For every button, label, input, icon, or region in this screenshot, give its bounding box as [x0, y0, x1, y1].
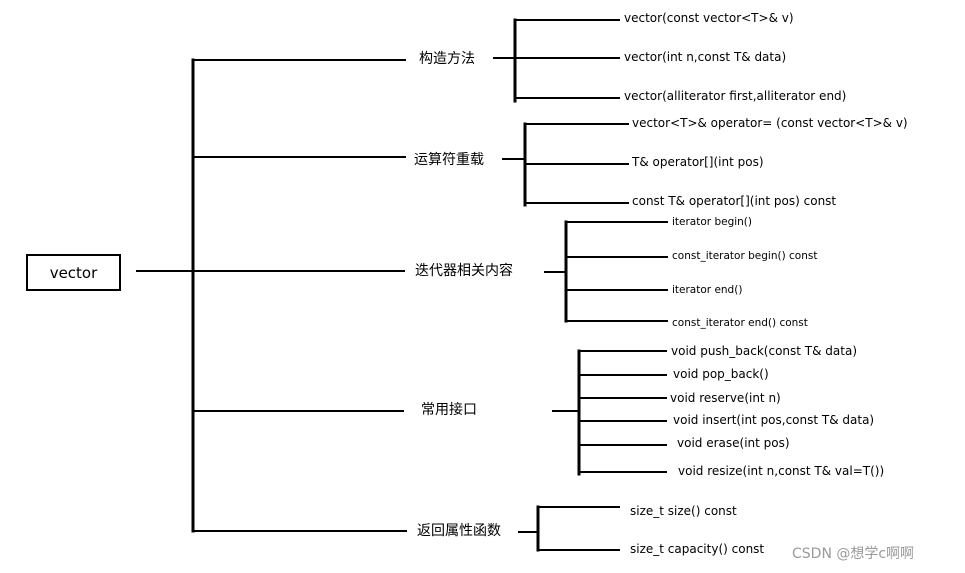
leaf-item: void reserve(int n) [670, 391, 781, 405]
leaf-item: vector(alliterator first,alliterator end… [624, 89, 847, 103]
root-node: vector [26, 254, 121, 291]
leaf-item: size_t size() const [630, 504, 737, 518]
leaf-item: T& operator[](int pos) [632, 155, 764, 169]
leaf-item: iterator end() [672, 284, 743, 296]
leaf-item: void erase(int pos) [677, 436, 790, 450]
leaf-item: vector(const vector<T>& v) [624, 11, 794, 25]
leaf-item: void resize(int n,const T& val=T()) [678, 464, 885, 478]
leaf-item: const_iterator end() const [672, 317, 808, 329]
watermark: CSDN @想学c啊啊 [792, 546, 915, 562]
root-label: vector [49, 263, 98, 282]
branch-label-attribute-functions: 返回属性函数 [417, 523, 501, 539]
leaf-item: void push_back(const T& data) [671, 344, 858, 358]
leaf-item: void pop_back() [673, 367, 769, 381]
leaf-item: vector<T>& operator= (const vector<T>& v… [632, 116, 908, 130]
leaf-item: const_iterator begin() const [672, 250, 818, 262]
branch-label-common-interfaces: 常用接口 [421, 402, 477, 418]
leaf-item: size_t capacity() const [630, 542, 765, 556]
leaf-item: iterator begin() [672, 216, 752, 228]
leaf-item: void insert(int pos,const T& data) [673, 413, 875, 427]
branch-label-operator-overloads: 运算符重载 [414, 152, 484, 168]
branch-label-constructors: 构造方法 [419, 51, 475, 67]
leaf-item: const T& operator[](int pos) const [632, 194, 837, 208]
branch-label-iterators: 迭代器相关内容 [415, 263, 513, 279]
leaf-item: vector(int n,const T& data) [624, 50, 787, 64]
